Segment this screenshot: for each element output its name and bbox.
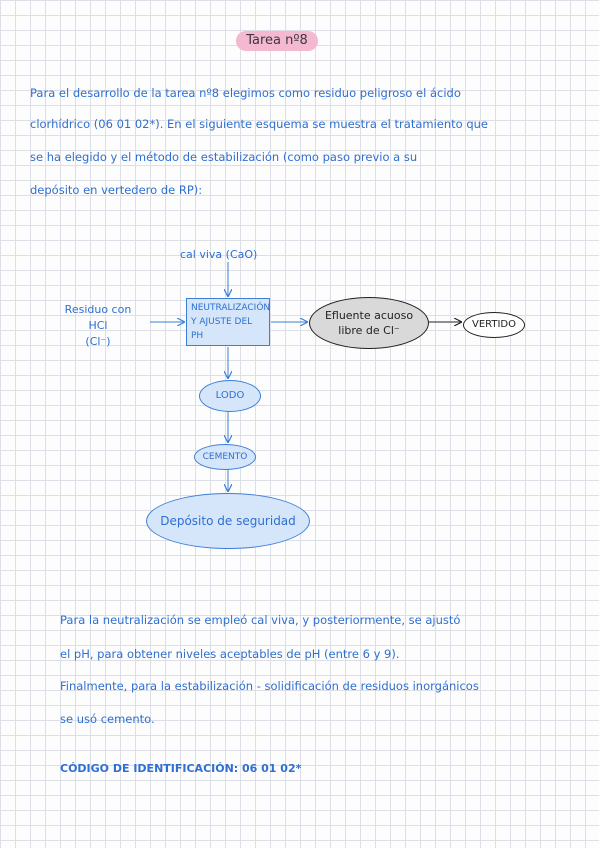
identification-code: CÓDIGO DE IDENTIFICACIÓN: 06 01 02* xyxy=(60,762,302,775)
vertido-node: VERTIDO xyxy=(463,312,525,338)
page-title: Tarea nº8 xyxy=(236,31,318,51)
closing-line-2: el pH, para obtener niveles aceptables d… xyxy=(60,647,400,661)
intro-line-3: se ha elegido y el método de estabilizac… xyxy=(30,150,418,164)
closing-line-1: Para la neutralización se empleó cal viv… xyxy=(60,613,461,627)
cemento-node: CEMENTO xyxy=(194,444,256,470)
intro-line-1: Para el desarrollo de la tarea nº8 elegi… xyxy=(30,86,461,100)
cal-viva-label: cal viva (CaO) xyxy=(180,248,258,261)
box-line-2: Y AJUSTE DEL xyxy=(191,317,253,327)
box-line-3: PH xyxy=(191,331,204,341)
deposito-node: Depósito de seguridad xyxy=(146,493,310,549)
intro-line-2: clorhídrico (06 01 02*). En el siguiente… xyxy=(30,117,489,131)
residuo-line-3: (Cl⁻) xyxy=(85,335,111,348)
residuo-label: Residuo con HCl (Cl⁻) xyxy=(58,302,138,350)
efluente-node: Efluente acuoso libre de Cl⁻ xyxy=(309,297,429,349)
residuo-line-2: HCl xyxy=(88,319,108,332)
closing-line-4: se usó cemento. xyxy=(60,712,155,726)
lodo-node: LODO xyxy=(199,380,261,412)
intro-line-4: depósito en vertedero de RP): xyxy=(30,183,203,197)
neutralizacion-box: NEUTRALIZACIÓN Y AJUSTE DEL PH xyxy=(186,298,270,346)
efluente-line-1: Efluente acuoso xyxy=(324,309,414,322)
box-line-1: NEUTRALIZACIÓN xyxy=(191,303,271,313)
residuo-line-1: Residuo con xyxy=(64,303,132,316)
efluente-line-2: libre de Cl⁻ xyxy=(338,324,400,337)
closing-line-3: Finalmente, para la estabilización - sol… xyxy=(60,679,479,693)
